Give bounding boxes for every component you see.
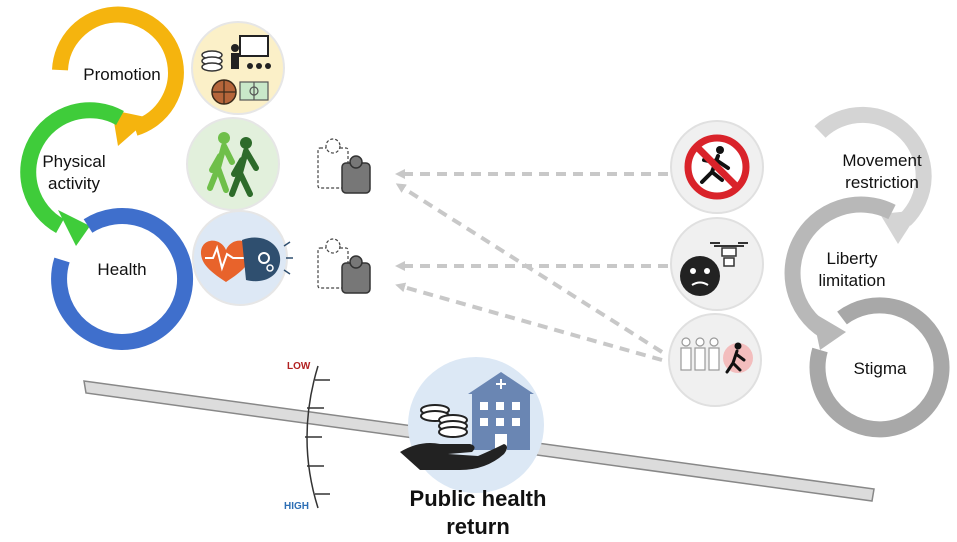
no-running-icon (684, 134, 750, 200)
activity-icon-circle (186, 117, 280, 211)
promotion-icon-circle (191, 21, 285, 115)
scale-high-label: HIGH (284, 501, 309, 512)
promotion-arrowhead (112, 110, 150, 146)
center-title-line2: return (446, 514, 510, 539)
right-cycle: Movement restriction Liberty limitation … (784, 106, 950, 438)
puzzle-piece-icon-top (317, 138, 371, 194)
center-title-line1: Public health (410, 486, 547, 511)
health-ring (51, 208, 194, 350)
no-running-icon-circle (670, 120, 764, 214)
isolated-person-icon (680, 337, 720, 371)
scale-low-label: LOW (287, 361, 311, 372)
drone-icon-circle (670, 217, 764, 311)
label-promotion: Promotion (83, 65, 160, 84)
hand-coins-hospital-icon (400, 372, 534, 470)
label-physical: Physical (42, 152, 105, 171)
public-health-circle (400, 357, 544, 493)
label-movement: Movement (842, 151, 922, 170)
left-cycle: Promotion Physical activity Health (20, 6, 194, 350)
dashed-arrows (395, 169, 668, 362)
arrow-stigma-to-health (395, 282, 663, 362)
movement-arrowhead (880, 210, 920, 244)
drone-surveillance-icon (680, 242, 748, 296)
puzzle-piece-icon-bottom (317, 238, 371, 294)
walking-people-icon (207, 132, 259, 197)
label-liberty: Liberty (826, 249, 878, 268)
label-limitation: limitation (818, 271, 885, 290)
physical-activity-arrowhead (58, 210, 90, 246)
stigma-icon-circle (668, 313, 762, 407)
arrow-stigma-to-activity (395, 183, 664, 354)
movement-ring (814, 106, 932, 226)
label-stigma: Stigma (854, 359, 907, 378)
teacher-coins-sports-icon (201, 35, 271, 105)
health-icon-circle (192, 210, 293, 306)
physical-activity-ring (20, 102, 124, 233)
heart-brain-icon (200, 237, 293, 282)
stigma-ring (809, 297, 950, 438)
label-health: Health (97, 260, 146, 279)
label-activity: activity (48, 174, 100, 193)
red-glow-walker (723, 342, 753, 374)
promotion-ring (52, 6, 184, 136)
liberty-ring (784, 196, 896, 342)
scale-gauge: LOW HIGH (284, 361, 330, 512)
label-restriction: restriction (845, 173, 919, 192)
liberty-arrowhead (812, 312, 846, 350)
